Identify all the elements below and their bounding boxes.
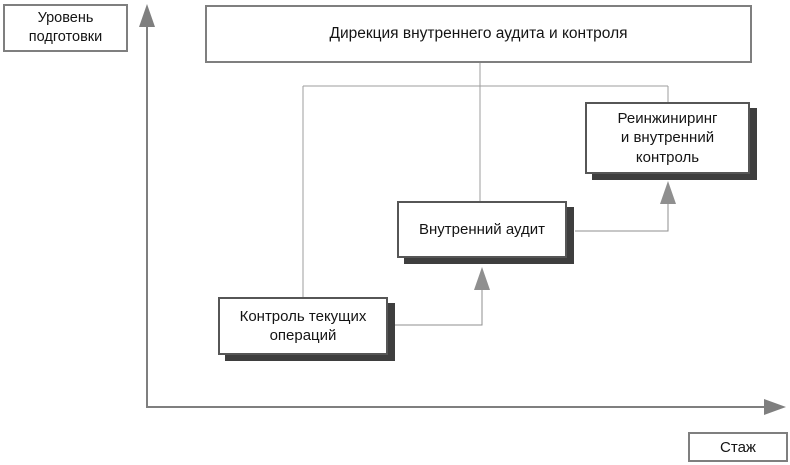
arrow-step2-to-step3-line — [575, 203, 669, 232]
step-box-internal-audit: Внутренний аудит — [397, 201, 567, 258]
arrow-step1-to-step2-head — [474, 267, 490, 290]
x-axis-arrowhead — [764, 399, 786, 415]
root-box: Дирекция внутреннего аудита и контроля — [205, 5, 752, 63]
x-axis-label-box: Стаж — [688, 432, 788, 462]
arrow-step2-to-step3-head — [660, 181, 676, 204]
arrow-step1-to-step2-line — [394, 289, 483, 326]
x-axis-label: Стаж — [720, 438, 756, 456]
y-axis-arrowhead — [139, 4, 155, 27]
step-box-2-label: Внутренний аудит — [418, 220, 545, 238]
root-box-label: Дирекция внутреннего аудита и контроля — [329, 25, 628, 42]
